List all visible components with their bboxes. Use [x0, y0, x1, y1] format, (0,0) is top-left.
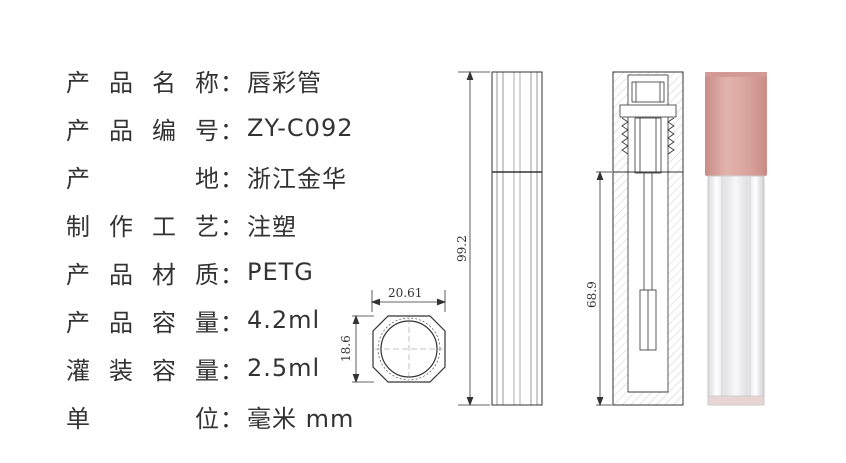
spec-value-process: 注塑	[247, 212, 297, 241]
spec-value-origin: 浙江金华	[247, 164, 347, 193]
spec-row-material: 产品材质 ： PETG	[66, 248, 354, 296]
spec-sep: ：	[220, 356, 245, 385]
clear-bottle	[707, 175, 765, 406]
pink-cap	[705, 72, 767, 176]
spec-sep: ：	[220, 260, 245, 289]
spec-row-origin: 产地 ： 浙江金华	[66, 152, 354, 200]
dim-label-total-height: 99.2	[455, 235, 469, 262]
spec-label: 制作工艺	[66, 212, 220, 241]
spec-value-capacity: 4.2ml	[247, 306, 321, 334]
spec-list: 产品名称 ： 唇彩管 产品编号 ： ZY-C092 产地 ： 浙江金华 制作工艺…	[66, 56, 354, 440]
dimension-inner-height	[596, 170, 612, 407]
spec-label: 产品编号	[66, 116, 220, 145]
dim-label-top-depth: 18.6	[339, 335, 353, 362]
spec-sep: ：	[220, 164, 245, 193]
spec-row-fill: 灌装容量 ： 2.5ml	[66, 344, 354, 392]
product-photo	[705, 72, 767, 406]
spec-sep: ：	[220, 116, 245, 145]
dimension-total-height	[458, 70, 490, 407]
spec-row-unit: 单位 ： 毫米 mm	[66, 392, 354, 440]
spec-value-unit: 毫米 mm	[247, 404, 355, 433]
section-view	[612, 71, 684, 406]
spec-sep: ：	[220, 404, 245, 433]
spec-sep: ：	[220, 308, 245, 337]
spec-label: 灌装容量	[66, 356, 220, 385]
spec-label: 产品材质	[66, 260, 220, 289]
spec-label: 产品名称	[66, 68, 220, 97]
spec-sep: ：	[220, 212, 245, 241]
dim-label-top-width: 20.61	[388, 286, 422, 300]
spec-row-capacity: 产品容量 ： 4.2ml	[66, 296, 354, 344]
spec-value-fill: 2.5ml	[247, 354, 321, 382]
spec-row-code: 产品编号 ： ZY-C092	[66, 104, 354, 152]
spec-label: 产品容量	[66, 308, 220, 337]
dim-label-inner-height: 68.9	[585, 281, 599, 308]
spec-sep: ：	[220, 68, 245, 97]
spec-value-product-code: ZY-C092	[247, 114, 354, 142]
spec-label: 单位	[66, 404, 220, 433]
spec-row-process: 制作工艺 ： 注塑	[66, 200, 354, 248]
spec-label: 产地	[66, 164, 220, 193]
side-view	[491, 71, 543, 406]
top-view	[352, 290, 447, 384]
spec-row-name: 产品名称 ： 唇彩管	[66, 56, 354, 104]
spec-value-material: PETG	[247, 258, 314, 286]
spec-value-product-name: 唇彩管	[247, 68, 322, 97]
